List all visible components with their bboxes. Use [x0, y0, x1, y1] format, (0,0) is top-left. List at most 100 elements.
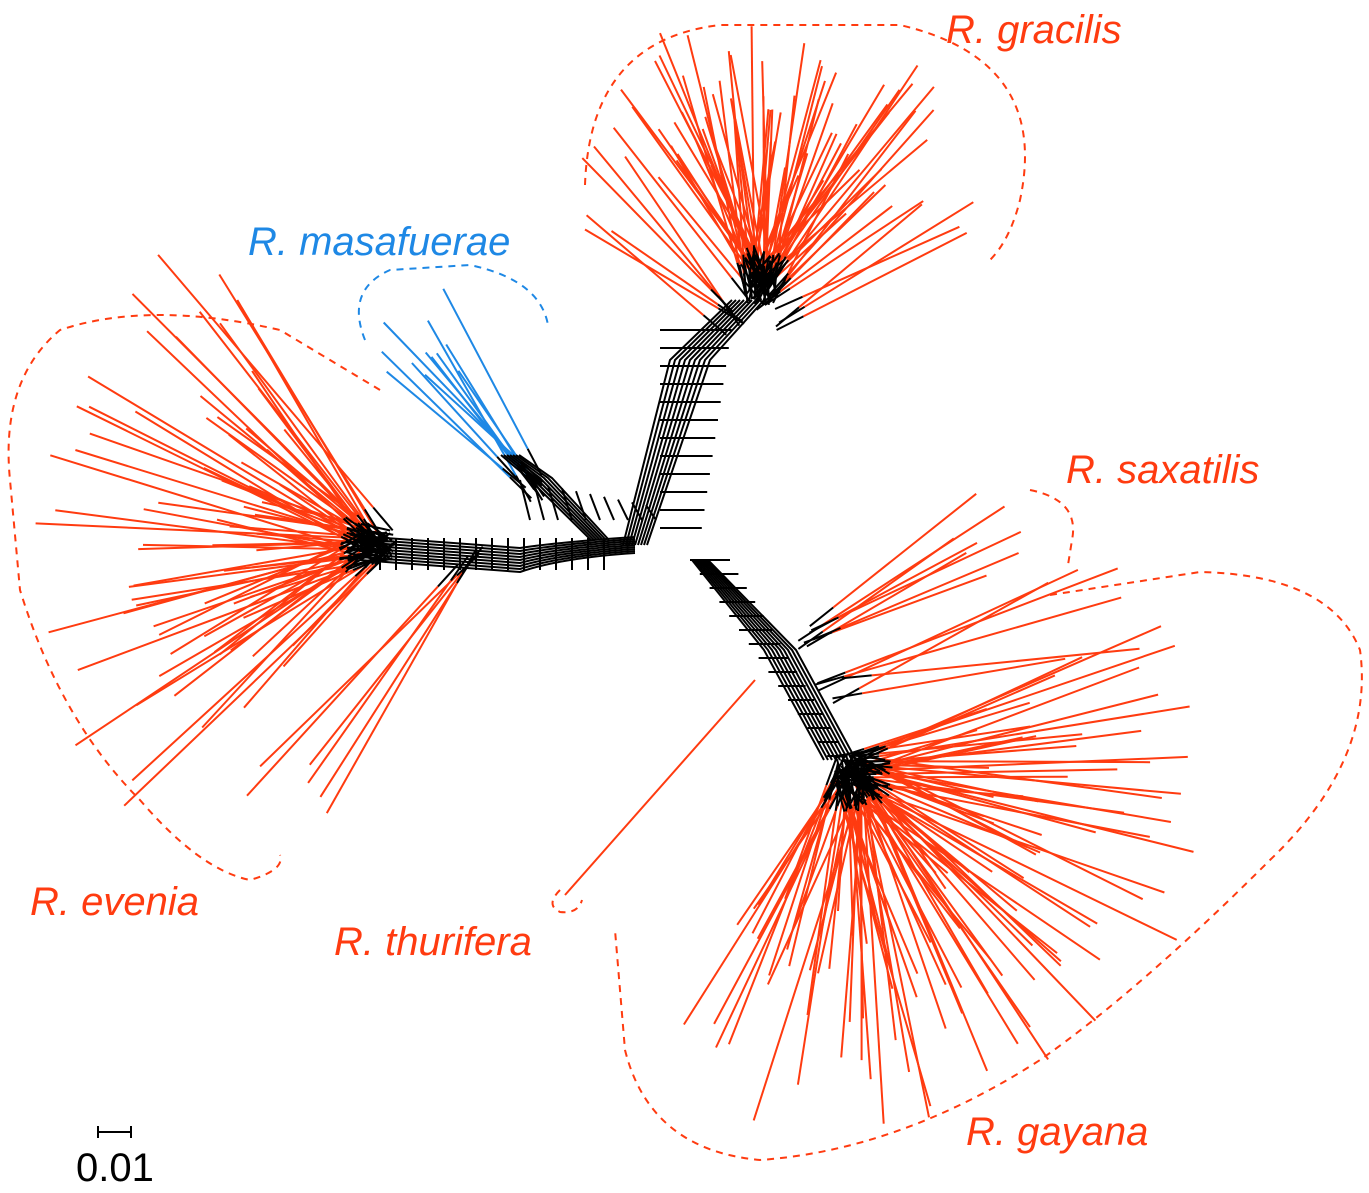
tip-evenia-base	[363, 518, 380, 546]
tip-gayana	[888, 794, 1091, 928]
core-rung	[547, 485, 559, 521]
core-arm-gayana	[707, 559, 857, 761]
tip-gayana	[843, 596, 1122, 678]
tip-gayana	[873, 765, 1039, 803]
tip-masafuerae	[445, 343, 528, 476]
tip-gayana	[859, 786, 911, 1073]
tip-evenia	[259, 574, 458, 768]
tip-evenia-base	[345, 551, 376, 561]
core-arm-evenia	[359, 540, 636, 556]
tip-gracilis	[750, 26, 755, 246]
tip-evenia	[243, 569, 354, 619]
tip-gracilis-base	[764, 287, 791, 306]
tip-evenia	[143, 508, 353, 550]
tip-gracilis-base	[751, 277, 776, 300]
label-r-saxatilis: R. saxatilis	[1066, 448, 1260, 492]
tip-gracilis	[798, 203, 923, 309]
core-rung	[575, 490, 587, 521]
tip-thurifera	[564, 679, 756, 896]
tip-gracilis	[787, 109, 935, 275]
tip-gayana	[844, 567, 1119, 674]
tip-evenia	[246, 585, 439, 797]
tip-gracilis-base	[763, 280, 787, 303]
core-rung	[589, 493, 601, 521]
tip-gayana	[872, 795, 989, 1072]
tip-masafuerae-base	[515, 475, 532, 503]
tip-gayana	[882, 773, 1194, 853]
tip-gracilis	[784, 184, 887, 283]
tip-gracilis	[581, 157, 712, 291]
tip-gracilis	[624, 156, 724, 302]
core-arm-evenia	[359, 550, 636, 571]
tip-gayana	[817, 808, 857, 974]
tip-evenia	[87, 375, 360, 541]
tip-gracilis-base	[755, 290, 781, 311]
tip-gayana-base	[834, 780, 841, 811]
tip-gayana-base	[861, 764, 881, 791]
network-core	[338, 245, 893, 812]
tip-gracilis	[802, 225, 960, 298]
terminal-branches	[35, 26, 1194, 1124]
tip-evenia	[128, 558, 340, 588]
tip-gayana-base	[822, 771, 841, 799]
tip-evenia	[216, 518, 346, 553]
tip-gayana	[879, 794, 1178, 941]
tip-gayana	[889, 773, 1037, 856]
tip-gayana	[844, 568, 1079, 679]
tip-gayana	[884, 769, 1144, 901]
core-rung	[631, 501, 643, 521]
tip-gracilis-base	[776, 315, 804, 331]
clade-outlines	[7, 24, 1363, 1162]
tip-evenia-base	[367, 534, 387, 560]
tip-gayana	[756, 794, 837, 940]
tip-gayana	[874, 798, 989, 995]
core-arm-gracilis	[637, 299, 753, 546]
tip-gracilis	[770, 169, 861, 258]
tip-gayana	[866, 729, 978, 765]
tip-evenia	[131, 562, 364, 601]
core-arm-gracilis	[646, 299, 765, 546]
tip-masafuerae	[442, 288, 529, 450]
tip-gracilis	[784, 64, 919, 265]
tip-gracilis	[681, 75, 739, 264]
tip-gracilis-base	[761, 258, 786, 280]
tip-evenia-base	[360, 531, 379, 558]
tip-gayana	[752, 805, 856, 1121]
tip-gracilis	[787, 86, 935, 261]
tip-gracilis	[585, 214, 705, 316]
tip-gracilis	[759, 175, 800, 263]
tip-evenia	[307, 579, 452, 784]
core-rung	[561, 488, 573, 521]
core-rung	[603, 496, 615, 521]
tip-evenia	[319, 582, 458, 798]
tip-gayana	[890, 760, 1151, 764]
tip-gayana	[872, 755, 1188, 772]
core-arm-gracilis	[631, 299, 745, 546]
tip-saxatilis	[835, 542, 978, 620]
outline-gayana	[614, 570, 1363, 1162]
tip-evenia	[123, 573, 368, 807]
tip-masafuerae	[430, 356, 520, 470]
tip-gayana-base	[862, 763, 868, 794]
tip-gracilis	[732, 100, 745, 255]
tip-saxatilis-base	[803, 631, 833, 644]
tip-saxatilis	[831, 574, 987, 634]
tip-evenia-base	[365, 529, 386, 555]
tip-gayana	[889, 693, 1159, 764]
core-arm-gayana	[699, 559, 841, 761]
core-arm-evenia	[359, 544, 636, 562]
tip-masafuerae-base	[515, 464, 535, 490]
core-arm-gayana	[693, 559, 829, 761]
tip-evenia	[76, 405, 342, 538]
core-arm-evenia	[359, 548, 636, 568]
tip-masafuerae-base	[519, 461, 544, 483]
tip-gracilis	[753, 112, 782, 273]
tip-evenia	[251, 370, 362, 533]
tip-evenia-base	[352, 557, 382, 572]
core-arm-gayana	[705, 559, 853, 761]
core-arm-evenia	[359, 552, 636, 574]
tip-gracilis-base	[767, 272, 789, 297]
tip-gayana	[865, 793, 897, 1041]
outline-masafuerae	[357, 263, 549, 341]
